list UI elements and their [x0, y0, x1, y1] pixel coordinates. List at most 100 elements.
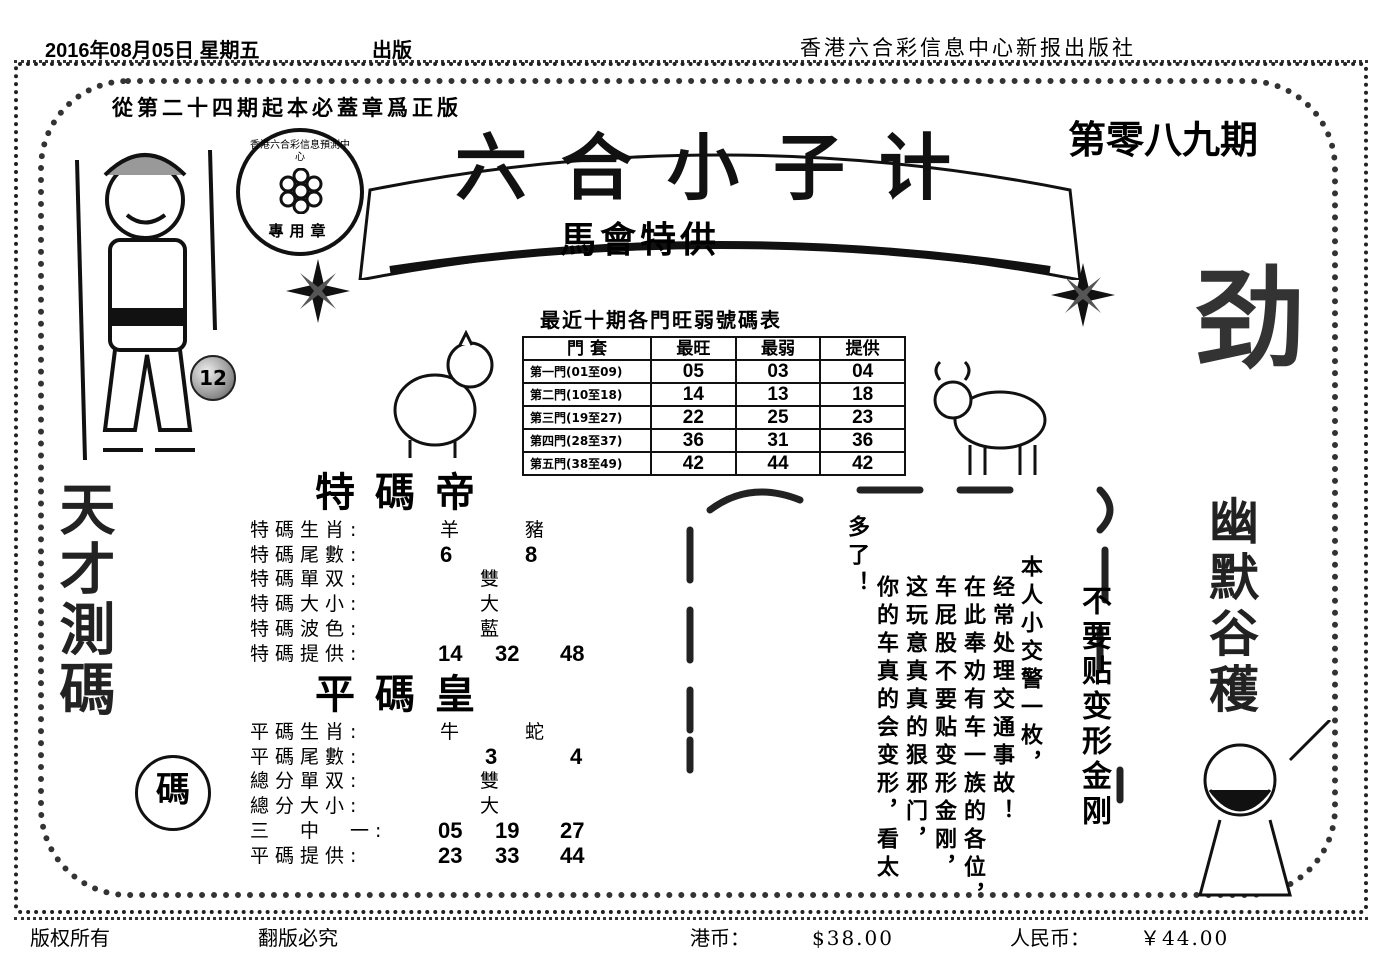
prediction-value: 05	[438, 817, 463, 843]
story-column: 车屁股不要贴变形金刚，	[931, 575, 956, 883]
rmb-price: ￥44.00	[1140, 926, 1230, 950]
table-cell-hot: 42	[650, 451, 737, 476]
banner-ribbon	[358, 153, 1082, 280]
issue-number: 第零八九期	[1068, 117, 1259, 162]
prediction-value: 44	[560, 842, 585, 868]
prediction-value: 藍	[480, 617, 500, 640]
stamp-bottom-text: 專用章	[268, 222, 332, 240]
table-cell-pick: 36	[819, 428, 906, 453]
prediction-label: 特碼單双:	[250, 568, 363, 591]
prediction-label: 總分大小:	[250, 795, 363, 818]
prediction-value: 雙	[480, 568, 500, 591]
calligraphy-strokes-decoration	[686, 486, 1124, 804]
column-header: 最旺	[650, 336, 737, 361]
story-column: 在此奉劝有车一族的各位，	[960, 575, 985, 911]
column-header: 提供	[819, 336, 906, 361]
table-cell-hot: 36	[650, 428, 737, 453]
table-cell-cold: 44	[734, 451, 822, 476]
prediction-label: 特碼提供:	[250, 642, 363, 665]
prediction-value: 23	[438, 842, 463, 868]
story-column: 多了！	[844, 515, 869, 599]
prediction-label: 特碼生肖:	[250, 519, 363, 541]
authenticity-notice: 從第二十四期起本必蓋章爲正版	[112, 95, 462, 120]
prediction-label: 特碼波色:	[250, 617, 363, 640]
prediction-label: 總分單双:	[250, 770, 363, 793]
banner-title: 六合小子计	[454, 125, 985, 210]
prediction-value: 3	[485, 743, 498, 769]
table-cell-pick: 42	[819, 451, 906, 476]
inner-frame	[38, 78, 1338, 898]
prediction-value: 33	[495, 842, 520, 868]
column-header: 最弱	[734, 336, 822, 361]
table-cell-group: 第五門(38至49)	[522, 451, 652, 476]
prediction-label: 平碼生肖:	[250, 721, 363, 743]
special-section-title: 特碼帝	[315, 469, 495, 516]
warrior-cartoon-icon	[1198, 720, 1332, 897]
prediction-value: 雙	[480, 770, 500, 793]
prediction-value: 蛇	[525, 721, 545, 743]
table-cell-cold: 25	[734, 405, 822, 430]
publish-label: 出版	[372, 40, 412, 62]
mascot-badge: 碼	[135, 755, 211, 831]
table-cell-pick: 23	[819, 405, 906, 430]
story-headline: 不要贴变形金刚	[1076, 585, 1111, 830]
table-header-row: 門 套 最旺 最弱 提供	[522, 336, 906, 361]
rmb-label: 人民币：	[1010, 926, 1090, 950]
banner-subtitle: 馬會特供	[560, 219, 721, 261]
table-cell-group: 第四門(28至37)	[522, 428, 652, 453]
prediction-value: 14	[438, 640, 463, 666]
story-column: 经常处理交通事故！	[989, 575, 1014, 827]
prediction-label: 特碼尾數:	[250, 543, 363, 566]
table-cell-cold: 31	[734, 428, 822, 453]
prediction-label: 平碼提供:	[250, 844, 363, 867]
number-ball: 12	[190, 355, 236, 401]
prediction-value: 6	[440, 541, 453, 567]
prediction-value: 羊	[440, 519, 460, 541]
regular-section-title: 平碼皇	[315, 671, 495, 718]
prediction-value: 4	[570, 743, 583, 769]
table-title: 最近十期各門旺弱號碼表	[540, 308, 782, 332]
prediction-value: 8	[525, 541, 538, 567]
prediction-value: 大	[480, 593, 500, 616]
anti-piracy-text: 翻版必究	[258, 926, 338, 950]
table-cell-cold: 03	[734, 359, 822, 384]
story-column: 你的车真的会变形，看太	[873, 575, 898, 883]
header-divider	[14, 60, 1368, 63]
official-stamp: 香港六合彩信息預測中心 專用章	[236, 128, 364, 256]
footer-divider	[14, 917, 1368, 920]
flower-logo-icon	[279, 168, 323, 214]
publish-date: 2016年08月05日 星期五	[45, 40, 260, 62]
hunter-cartoon-icon	[75, 149, 217, 461]
prediction-value: 48	[560, 640, 585, 666]
compass-star-icon	[1051, 263, 1115, 327]
prediction-value: 19	[495, 817, 520, 843]
table-cell-hot: 05	[650, 359, 737, 384]
hkd-label: 港币：	[690, 926, 750, 950]
prediction-value: 豬	[525, 519, 545, 541]
story-column: 这玩意真真的狠邪门，	[902, 575, 927, 855]
prediction-value: 牛	[440, 721, 460, 743]
side-slogan-left: 天才測碼	[50, 480, 116, 720]
publisher: 香港六合彩信息中心新报出版社	[800, 36, 1136, 60]
side-slogan-right-top: 劲	[1195, 255, 1305, 384]
pig-cartoon-icon	[393, 330, 494, 458]
prediction-value: 27	[560, 817, 585, 843]
copyright-text: 版权所有	[30, 926, 110, 950]
column-header: 門 套	[522, 336, 652, 361]
prediction-value: 大	[480, 795, 500, 818]
table-cell-hot: 14	[650, 382, 737, 407]
table-cell-group: 第三門(19至27)	[522, 405, 652, 430]
stamp-ring-text: 香港六合彩信息預測中心	[250, 140, 350, 163]
table-cell-pick: 04	[819, 359, 906, 384]
prediction-label: 平碼尾數:	[250, 745, 363, 768]
table-cell-hot: 22	[650, 405, 737, 430]
page-frame	[14, 62, 1368, 914]
prediction-label: 特碼大小:	[250, 593, 363, 616]
prediction-value: 32	[495, 640, 520, 666]
table-cell-cold: 13	[734, 382, 822, 407]
ox-cartoon-icon	[933, 360, 1047, 475]
side-slogan-right: 幽默谷穫	[1201, 495, 1260, 719]
